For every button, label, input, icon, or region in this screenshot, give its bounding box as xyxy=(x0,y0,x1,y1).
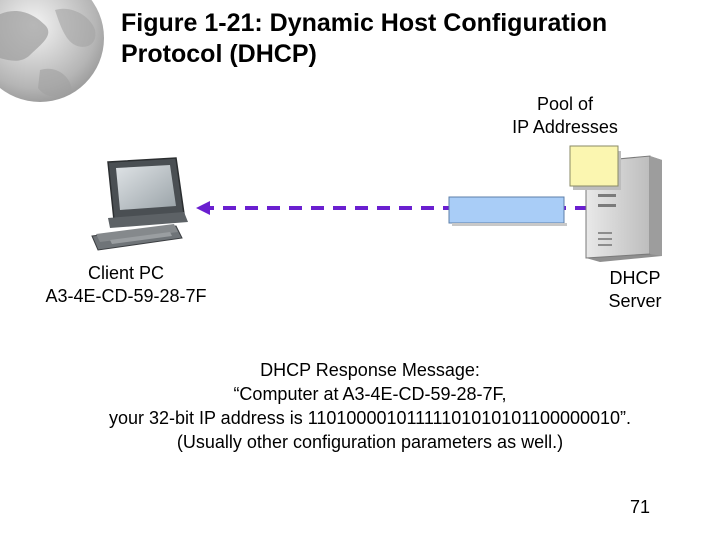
message-line4: (Usually other configuration parameters … xyxy=(176,432,564,452)
client-mac-address: A3-4E-CD-59-28-7F xyxy=(45,286,207,306)
globe-icon xyxy=(0,0,104,102)
dhcp-message-box xyxy=(448,196,565,224)
laptop-icon xyxy=(91,157,188,251)
ip-pool-note-icon xyxy=(569,145,621,190)
arrow-head xyxy=(196,201,210,215)
pool-label: Pool of IP Addresses xyxy=(500,93,630,139)
slide-title-line2: Protocol (DHCP) xyxy=(121,40,317,68)
client-label-line1: Client PC xyxy=(87,263,165,283)
slide-title-line1: Figure 1-21: Dynamic Host Configuration xyxy=(121,9,608,37)
message-line1: DHCP Response Message: xyxy=(260,360,480,380)
pool-label-line1: Pool of xyxy=(536,94,594,114)
pool-label-line2: IP Addresses xyxy=(512,117,618,137)
server-label: DHCP Server xyxy=(585,267,685,313)
server-label-line2: Server xyxy=(608,291,662,311)
client-label: Client PC A3-4E-CD-59-28-7F xyxy=(26,262,226,308)
message-line3: your 32-bit IP address is 11010000101111… xyxy=(108,408,632,428)
dhcp-response-text: DHCP Response Message: “Computer at A3-4… xyxy=(30,358,710,454)
message-line2: “Computer at A3-4E-CD-59-28-7F, xyxy=(233,384,507,404)
page-number: 71 xyxy=(629,497,651,517)
server-label-line1: DHCP xyxy=(609,268,661,288)
slide-title: Figure 1-21: Dynamic Host Configuration … xyxy=(121,8,701,70)
